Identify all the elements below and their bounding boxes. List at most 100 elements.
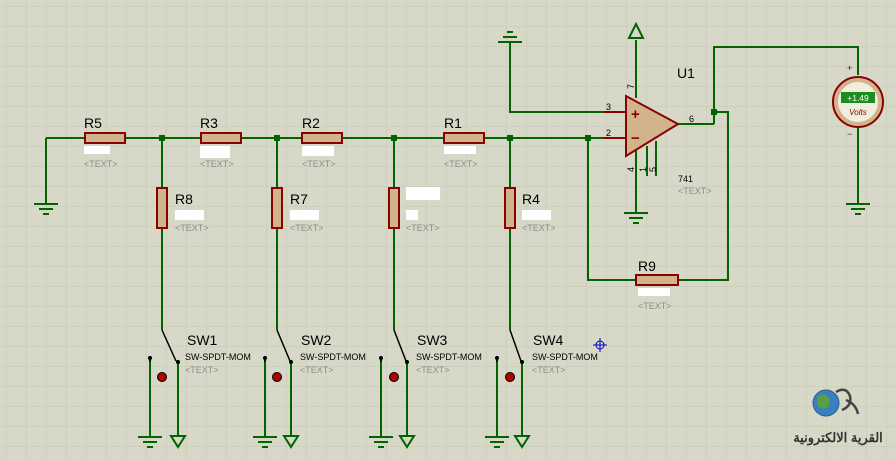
logo-script-mark bbox=[835, 388, 860, 415]
switch-placeholder-text: <TEXT> bbox=[300, 365, 334, 375]
resistor-placeholder-text: <TEXT> bbox=[302, 159, 336, 169]
resistor-placeholder-text: <TEXT> bbox=[290, 223, 324, 233]
switch-label: SW4 bbox=[533, 332, 564, 348]
resistor-body bbox=[271, 187, 283, 229]
power-supply-arrow-icon bbox=[627, 21, 645, 39]
switch-sw2[interactable]: SW2 SW-SPDT-MOM <TEXT> bbox=[263, 329, 366, 382]
voltmeter-display bbox=[841, 92, 875, 103]
pin-number-2: 2 bbox=[606, 128, 611, 138]
opamp-triangle bbox=[625, 94, 681, 158]
resistor-r6[interactable]: <TEXT> bbox=[388, 187, 440, 233]
switch-button[interactable] bbox=[389, 372, 399, 382]
switch-label: SW1 bbox=[187, 332, 218, 348]
redacted-value-block bbox=[290, 210, 319, 220]
switch-label: SW2 bbox=[301, 332, 332, 348]
redacted-value-block bbox=[444, 146, 476, 154]
redacted-value-block bbox=[200, 146, 230, 158]
opamp-plus-sign: + bbox=[631, 106, 640, 123]
redacted-value-block bbox=[406, 210, 418, 220]
redacted-label-block bbox=[406, 187, 440, 200]
wires bbox=[45, 40, 859, 436]
crosshair-cursor-icon bbox=[593, 338, 607, 352]
switch-button[interactable] bbox=[157, 372, 167, 382]
pin-number-3: 3 bbox=[606, 102, 611, 112]
pin-number-1: 1 bbox=[638, 167, 648, 172]
ground-arrow-symbol bbox=[282, 435, 300, 449]
ground-arrow-symbol bbox=[169, 435, 187, 449]
resistor-body bbox=[504, 187, 516, 229]
switch-contact bbox=[520, 360, 524, 364]
switch-contact bbox=[495, 356, 499, 360]
resistor-r1[interactable]: R1 <TEXT> bbox=[443, 115, 485, 169]
ground-arrow-symbol bbox=[513, 435, 531, 449]
switch-placeholder-text: <TEXT> bbox=[532, 365, 566, 375]
resistor-r2[interactable]: R2 <TEXT> bbox=[301, 115, 343, 169]
switch-lever bbox=[393, 329, 407, 362]
ground-symbol bbox=[34, 203, 58, 215]
pin-number-7: 7 bbox=[626, 84, 636, 89]
opamp-u1[interactable]: + − 3 2 6 7 4 1 5 U1 741 <TEXT> bbox=[604, 65, 712, 196]
resistor-label: R3 bbox=[200, 115, 218, 131]
watermark-text: القرية الالكترونية bbox=[793, 430, 883, 446]
redacted-value-block bbox=[302, 146, 334, 156]
switch-contact bbox=[289, 360, 293, 364]
resistor-placeholder-text: <TEXT> bbox=[522, 223, 556, 233]
switch-lever bbox=[161, 329, 177, 362]
switch-placeholder-text: <TEXT> bbox=[416, 365, 450, 375]
ground-symbol bbox=[138, 436, 162, 448]
switch-lever bbox=[509, 329, 522, 362]
ground-symbol bbox=[624, 212, 648, 224]
resistor-label: R7 bbox=[290, 191, 308, 207]
switch-sw4[interactable]: SW4 SW-SPDT-MOM <TEXT> bbox=[495, 329, 598, 382]
ground-symbol bbox=[253, 436, 277, 448]
ground-symbol bbox=[369, 436, 393, 448]
resistor-r3[interactable]: R3 <TEXT> bbox=[200, 115, 242, 169]
resistor-r9[interactable]: R9 <TEXT> bbox=[635, 258, 679, 311]
ground-symbol bbox=[846, 203, 870, 215]
switch-contact bbox=[176, 360, 180, 364]
switch-sw1[interactable]: SW1 SW-SPDT-MOM <TEXT> bbox=[148, 329, 251, 382]
resistor-body bbox=[443, 132, 485, 144]
switch-button[interactable] bbox=[505, 372, 515, 382]
voltmeter-minus-sign: − bbox=[847, 129, 852, 139]
redacted-value-block bbox=[522, 210, 551, 220]
ground-symbol bbox=[485, 436, 509, 448]
resistor-placeholder-text: <TEXT> bbox=[444, 159, 478, 169]
ground-arrow-symbol bbox=[398, 435, 416, 449]
resistor-label: R4 bbox=[522, 191, 540, 207]
switch-contact bbox=[148, 356, 152, 360]
opamp-part-number: 741 bbox=[678, 174, 693, 184]
junction-dots bbox=[159, 109, 717, 141]
voltmeter[interactable]: +1.49 Volts + − bbox=[832, 63, 884, 139]
voltmeter-unit: Volts bbox=[849, 108, 867, 117]
switch-part: SW-SPDT-MOM bbox=[532, 352, 598, 362]
resistor-r5[interactable]: R5 <TEXT> bbox=[84, 115, 126, 169]
resistor-r8[interactable]: R8 <TEXT> bbox=[156, 187, 209, 233]
resistor-placeholder-text: <TEXT> bbox=[200, 159, 234, 169]
redacted-value-block bbox=[84, 146, 110, 154]
resistor-label: R1 bbox=[444, 115, 462, 131]
switch-button[interactable] bbox=[272, 372, 282, 382]
resistor-r7[interactable]: R7 <TEXT> bbox=[271, 187, 324, 233]
redacted-value-block bbox=[638, 288, 670, 296]
opamp-placeholder-text: <TEXT> bbox=[678, 186, 712, 196]
switch-placeholder-text: <TEXT> bbox=[185, 365, 219, 375]
resistor-label: R8 bbox=[175, 191, 193, 207]
pin-number-5: 5 bbox=[648, 167, 658, 172]
pin-number-4: 4 bbox=[626, 167, 636, 172]
resistor-body bbox=[200, 132, 242, 144]
voltmeter-reading: +1.49 bbox=[847, 93, 869, 103]
resistor-label: R5 bbox=[84, 115, 102, 131]
globe-land-shape bbox=[817, 394, 830, 409]
resistor-r4[interactable]: R4 <TEXT> bbox=[504, 187, 556, 233]
opamp-minus-sign: − bbox=[631, 130, 640, 147]
switch-contact bbox=[263, 356, 267, 360]
resistor-body bbox=[301, 132, 343, 144]
switch-sw3[interactable]: SW3 SW-SPDT-MOM <TEXT> bbox=[379, 329, 482, 382]
voltmeter-plus-sign: + bbox=[847, 63, 852, 73]
resistor-label: R9 bbox=[638, 258, 656, 274]
resistor-body bbox=[156, 187, 168, 229]
switch-contact bbox=[405, 360, 409, 364]
